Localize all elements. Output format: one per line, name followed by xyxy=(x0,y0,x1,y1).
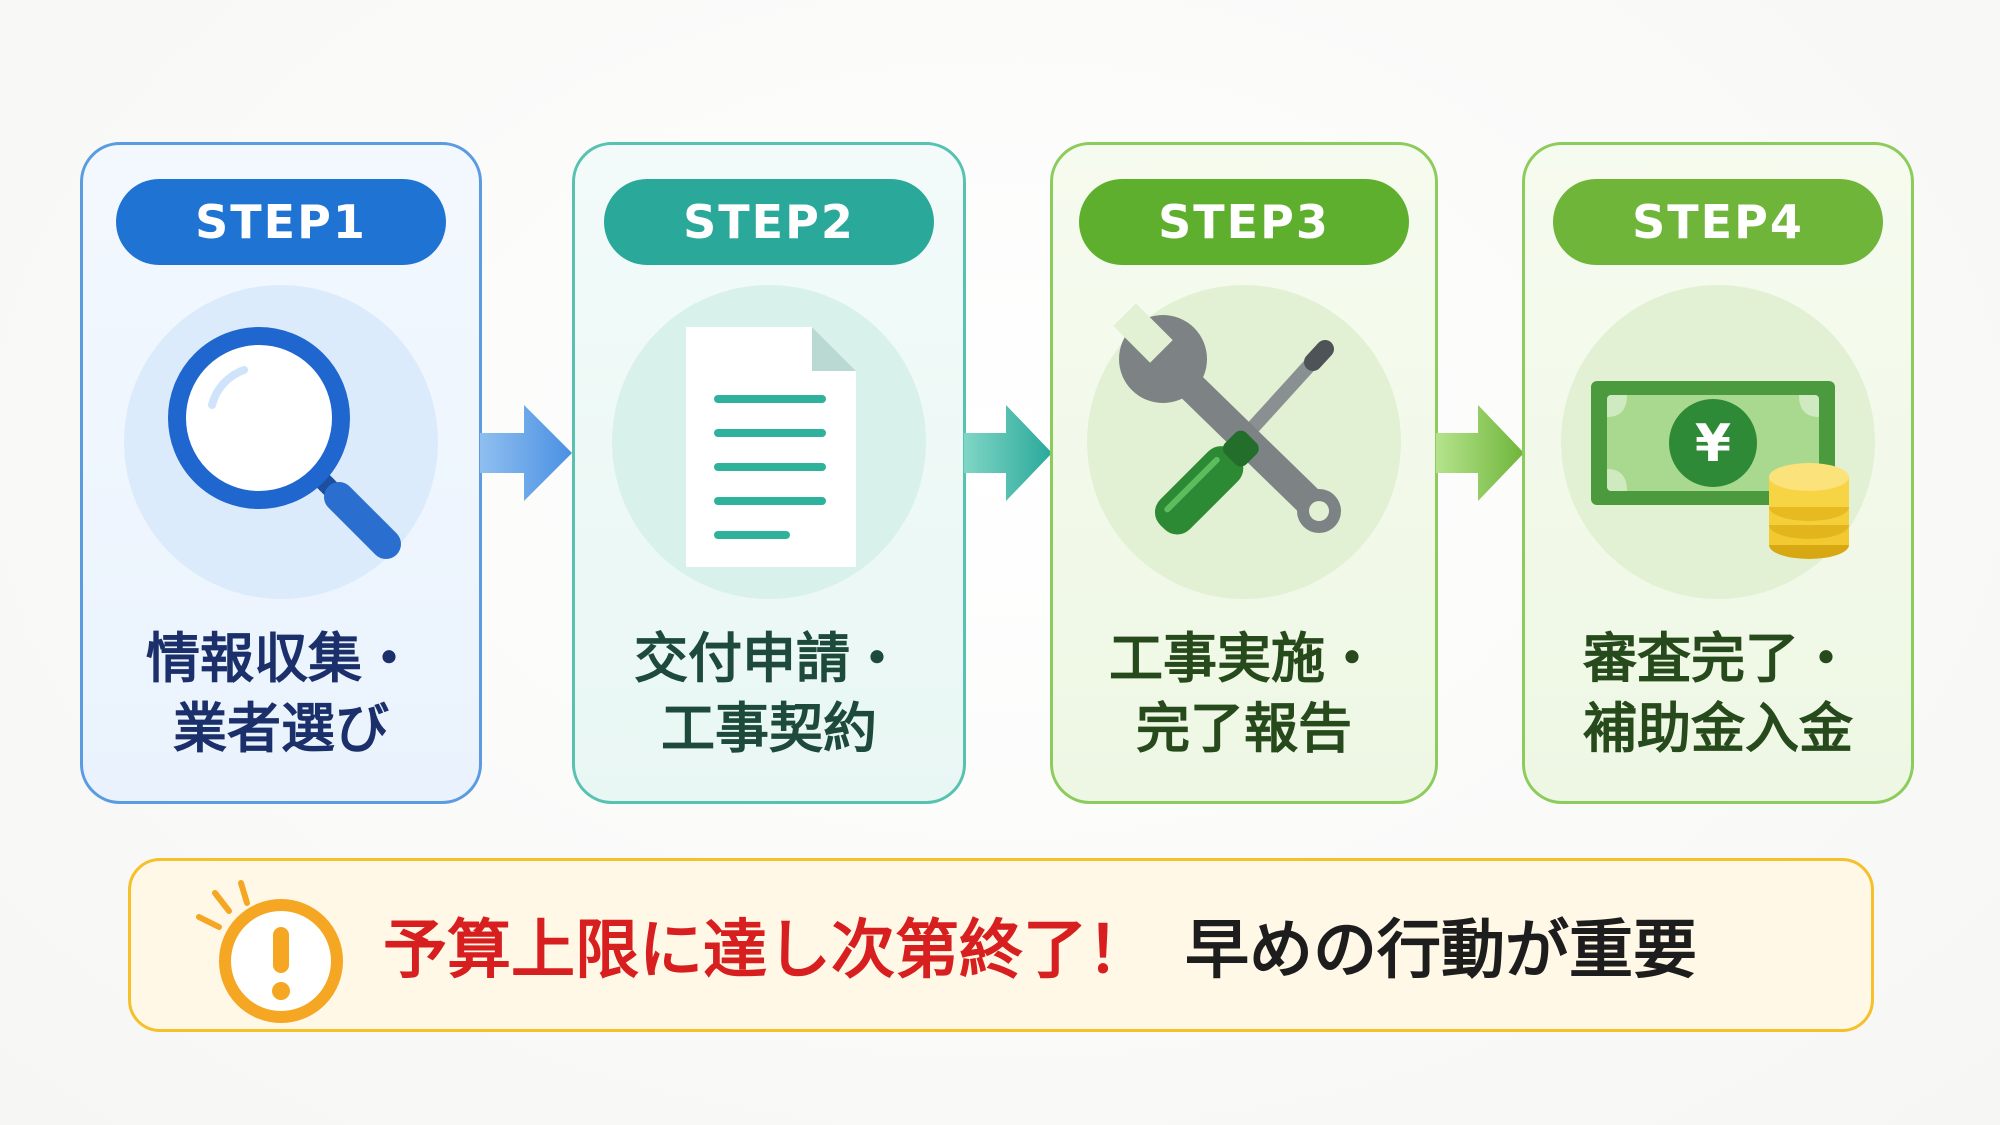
step-label-2-line2: 工事契約 xyxy=(661,697,877,760)
step-icon-circle-4: ¥ xyxy=(1561,285,1875,599)
step-label-4-line2: 補助金入金 xyxy=(1583,697,1853,760)
step-label-3-line2: 完了報告 xyxy=(1136,697,1352,760)
step-badge-2: STEP2 xyxy=(604,179,934,265)
step-label-1-line2: 業者選び xyxy=(173,697,389,760)
exclamation-icon xyxy=(196,880,343,1023)
step-icon-circle-3 xyxy=(1087,285,1401,599)
notice-banner: 予算上限に達し次第終了！ 早めの行動が重要 xyxy=(128,858,1874,1032)
step-card-2: STEP2 交付申請・ 工事契約 xyxy=(572,142,966,804)
arrow-right-icon xyxy=(480,405,572,501)
step-label-2-line1: 交付申請・ xyxy=(634,627,904,690)
document-icon xyxy=(686,327,856,567)
step-card-3: STEP3 xyxy=(1050,142,1438,804)
step-badge-1: STEP1 xyxy=(116,179,446,265)
step-label-4-line1: 審査完了・ xyxy=(1583,627,1853,690)
step-badge-4: STEP4 xyxy=(1553,179,1883,265)
step-icon-circle-1 xyxy=(124,285,438,599)
step-card-4: STEP4 ¥ 審査完了・ 補助金入金 xyxy=(1522,142,1914,804)
arrow-right-icon xyxy=(1436,405,1524,501)
step-badge-3: STEP3 xyxy=(1079,179,1409,265)
notice-text: 予算上限に達し次第終了！ 早めの行動が重要 xyxy=(383,861,1697,1029)
step-label-1-line1: 情報収集・ xyxy=(146,627,416,690)
step-card-1: STEP1 情報収集・ 業者選び xyxy=(80,142,482,804)
yen-banknote-coins-icon: ¥ xyxy=(1591,381,1849,559)
notice-message: 早めの行動が重要 xyxy=(1185,914,1697,988)
arrow-right-icon xyxy=(964,405,1052,501)
svg-text:¥: ¥ xyxy=(1695,414,1731,474)
magnifying-glass-icon xyxy=(168,327,401,559)
step-label-3-line1: 工事実施・ xyxy=(1109,627,1379,690)
step-icon-circle-2 xyxy=(612,285,926,599)
notice-alert: 予算上限に達し次第終了！ xyxy=(383,914,1151,988)
wrench-screwdriver-icon xyxy=(1113,303,1341,535)
